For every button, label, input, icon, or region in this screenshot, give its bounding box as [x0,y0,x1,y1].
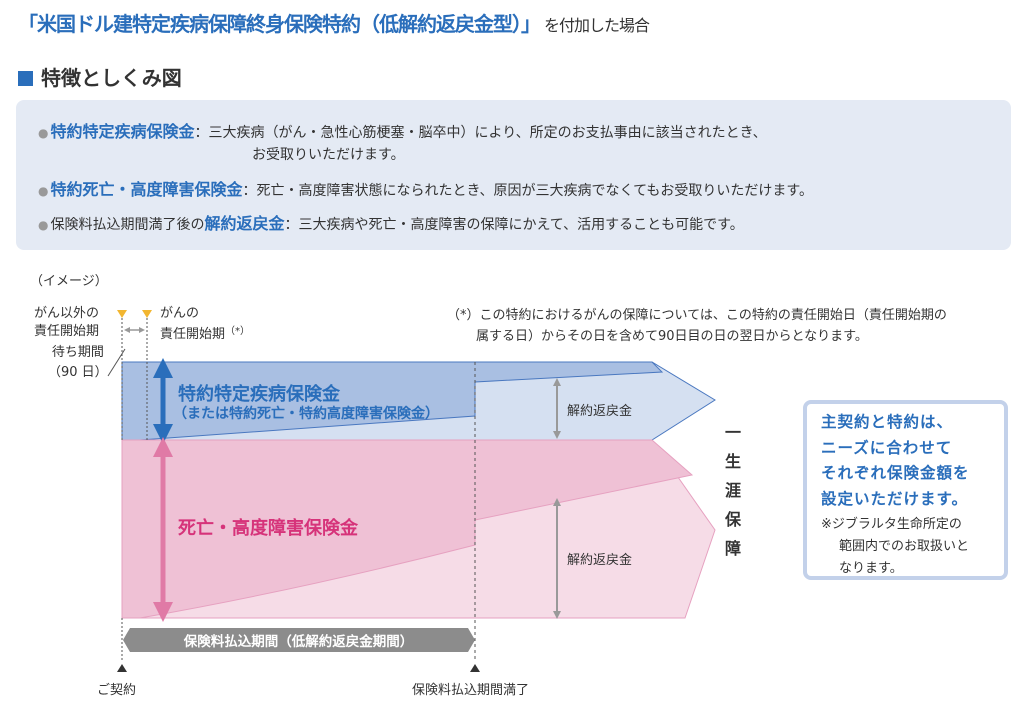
rider-benefit-sublabel: （または特約死亡・特約高度障害保険金） [173,406,439,422]
surrender-value-label: 解約返戻金 [567,404,633,419]
feature-text: ：三大疾病（がん・急性心筋梗塞・脳卒中）により、所定のお支払事由に該当されたとき… [194,125,767,141]
rider-name: 「米国ドル建特定疾病保障終身保険特約（低解約返戻金型）」 [18,12,541,36]
payment-end-triangle-icon [470,664,480,672]
image-label: （イメージ） [30,274,108,289]
title-suffix: を付加した場合 [544,16,650,35]
leader-line [107,348,126,377]
payment-period-bar [123,628,475,652]
note-line: ※ジブラルタ生命所定の [821,517,962,532]
bullet-icon: ● [38,126,49,140]
page-title: 「米国ドル建特定疾病保障終身保険特約（低解約返戻金型）」を付加した場合 [18,8,650,37]
label-line: がん以外の [34,306,100,321]
footnote: （*）この特約におけるがんの保障については、この特約の責任開始日（責任開始期の属… [447,305,947,347]
note-line: 設定いただけます。 [821,489,968,508]
label-line: 責任開始期 [160,327,226,342]
note-box: 主契約と特約は、 ニーズに合わせて それぞれ保険金額を 設定いただけます。 ※ジ… [803,400,1008,580]
feature-text: ：死亡・高度障害状態になられたとき、原因が三大疾病でなくてもお受取りいただけます… [242,183,814,199]
note-line: 主契約と特約は、 [821,413,954,431]
section-title-text: 特徴としくみ図 [41,66,182,90]
lifetime-coverage-label: 一生涯保障 [724,423,741,558]
bullet-icon: ● [38,184,49,198]
payment-period-label: 保険料払込期間（低解約返戻金期間） [183,634,414,650]
feature-keyword: 特約特定疾病保険金 [50,122,195,141]
bullet-icon: ● [38,218,49,232]
footnote-mark: （*） [225,326,251,337]
feature-keyword: 解約返戻金 [204,214,285,233]
note-sub: ※ジブラルタ生命所定の 範囲内でのお取扱いと なります。 [821,514,1004,580]
feature-text-cont: お受取りいただけます。 [252,147,405,163]
note-line: 範囲内でのお取扱いと [839,539,970,554]
contract-triangle-icon [117,664,127,672]
label-line: （90 日） [48,365,108,380]
features-box: ●特約特定疾病保険金：三大疾病（がん・急性心筋梗塞・脳卒中）により、所定のお支払… [16,100,1011,250]
feature-text: ：三大疾病や死亡・高度障害の保障にかえて、活用することも可能です。 [284,217,744,233]
note-main: 主契約と特約は、 ニーズに合わせて それぞれ保険金額を 設定いただけます。 [821,410,1004,512]
label-line: がんの [160,306,200,321]
section-title: 特徴としくみ図 [18,62,182,91]
footnote-line: （*）この特約におけるがんの保障については、この特約の責任開始日（責任開始期の [447,308,947,323]
surrender-value-label: 解約返戻金 [567,553,633,568]
feature-keyword: 特約死亡・高度障害保険金 [50,180,243,199]
label-line: 責任開始期 [34,324,100,339]
waiting-period-label: 待ち期間 （90 日） [48,343,108,383]
main-benefit-label: 死亡・高度障害保険金 [178,518,358,539]
feature-item: ●特約死亡・高度障害保険金：死亡・高度障害状態になられたとき、原因が三大疾病でな… [38,176,813,200]
cancer-start-label: がんの責任開始期（*） [160,305,250,344]
note-line: なります。 [839,561,903,576]
note-line: ニーズに合わせて [821,438,953,457]
footnote-line: 属する日）からその日を含めて90日目の日の翌日からとなります。 [476,329,868,344]
non-cancer-start-label: がん以外の責任開始期 [34,305,99,341]
label-line: 待ち期間 [51,345,104,360]
rider-benefit-label: 特約特定疾病保険金 [178,384,340,405]
note-line: それぞれ保険金額を [821,464,970,482]
contract-label: ご契約 [97,683,137,698]
feature-prefix: 保険料払込期間満了後の [50,217,205,233]
payment-end-label: 保険料払込期間満了 [412,683,530,698]
feature-item: ●保険料払込期間満了後の解約返戻金：三大疾病や死亡・高度障害の保障にかえて、活用… [38,210,744,234]
yellow-triangle-icon [117,310,127,318]
yellow-triangle-icon [142,310,152,318]
feature-item: ●特約特定疾病保険金：三大疾病（がん・急性心筋梗塞・脳卒中）により、所定のお支払… [38,118,767,142]
square-bullet-icon [18,71,33,86]
